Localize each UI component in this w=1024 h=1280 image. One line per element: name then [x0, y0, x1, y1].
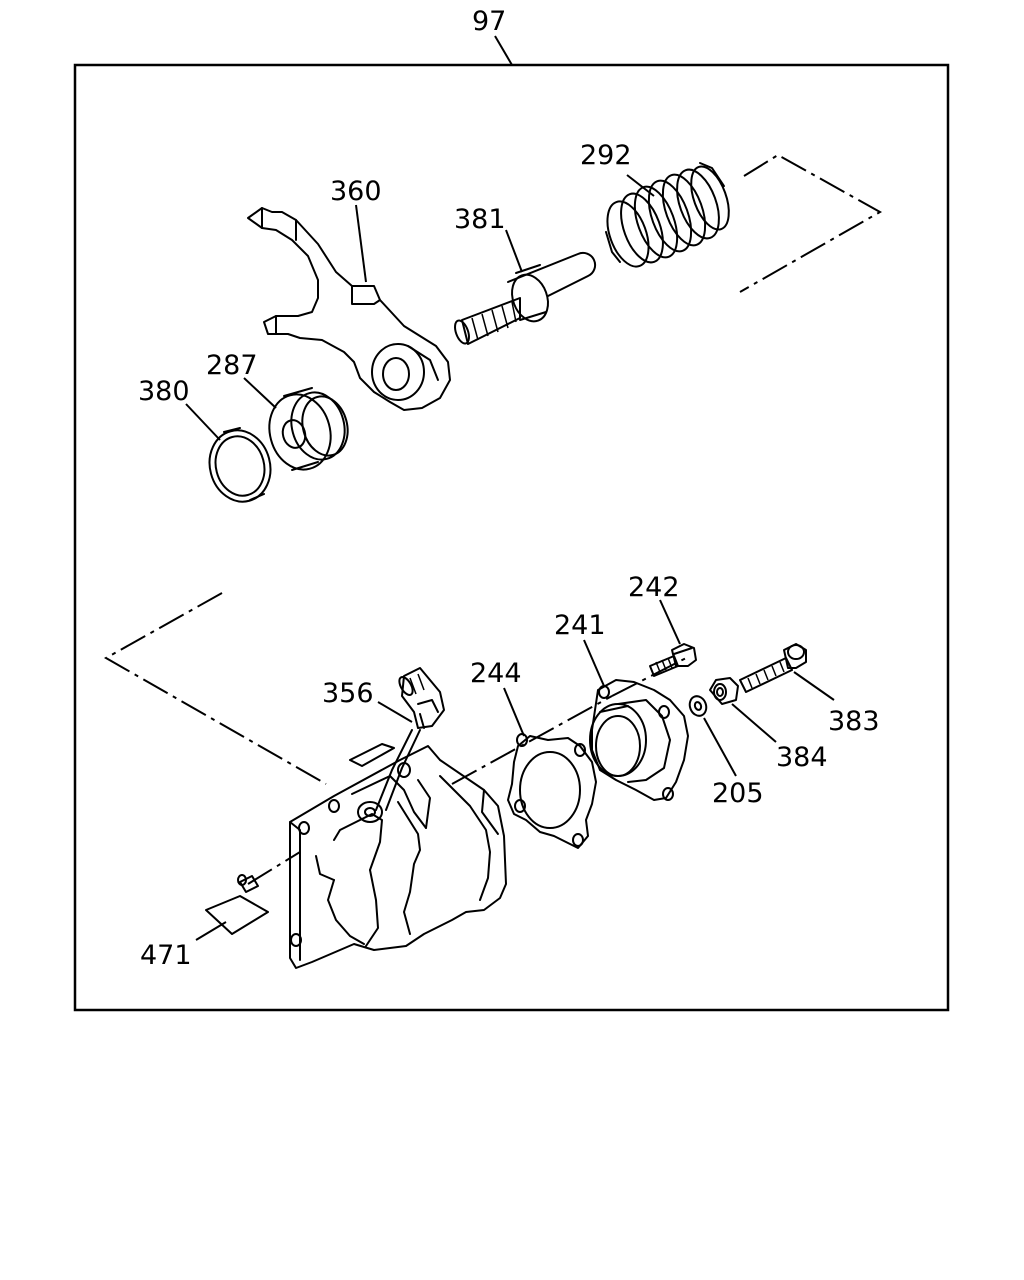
- callout-205[interactable]: 205: [712, 778, 764, 809]
- callout-356[interactable]: 356: [322, 678, 374, 709]
- callout-381[interactable]: 381: [454, 204, 506, 235]
- callout-383[interactable]: 383: [828, 706, 880, 737]
- spring-292: [605, 162, 730, 268]
- shift-fork-360: [247, 207, 451, 411]
- callout-380[interactable]: 380: [138, 376, 190, 407]
- assembly-leader: [494, 35, 513, 66]
- ring-380: [208, 427, 272, 503]
- axis-guide-bottom: [103, 592, 327, 785]
- washer-205: [688, 695, 708, 717]
- assembly-frame: [73, 63, 950, 1012]
- nut-384: [709, 677, 739, 705]
- assembly-callout-97[interactable]: 97: [472, 6, 506, 37]
- callout-241[interactable]: 241: [554, 610, 606, 641]
- elbow-fitting-356: [375, 667, 445, 811]
- callout-287[interactable]: 287: [206, 350, 258, 381]
- bolt-383: [739, 643, 807, 693]
- axis-guide-top: [739, 153, 883, 293]
- cover-241: [589, 679, 689, 801]
- callout-242[interactable]: 242: [628, 572, 680, 603]
- pin-381: [454, 251, 597, 345]
- callout-384[interactable]: 384: [776, 742, 828, 773]
- gasket-244: [507, 733, 597, 849]
- bolt-242: [649, 643, 697, 677]
- callout-360[interactable]: 360: [330, 176, 382, 207]
- cylinder-housing: [289, 743, 507, 969]
- callout-471[interactable]: 471: [140, 940, 192, 971]
- callout-244[interactable]: 244: [470, 658, 522, 689]
- plug-471: [205, 874, 269, 935]
- roller-287: [268, 387, 349, 471]
- callout-292[interactable]: 292: [580, 140, 632, 171]
